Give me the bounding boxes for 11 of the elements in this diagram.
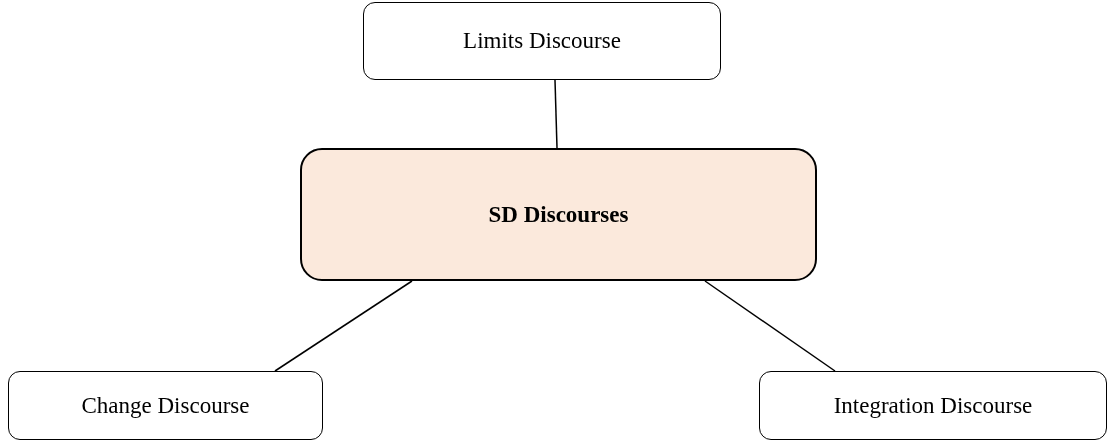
connector-line	[274, 280, 413, 372]
node-label: Change Discourse	[81, 392, 250, 419]
process-box	[8, 371, 323, 440]
process-box	[363, 2, 721, 80]
node-label: Integration Discourse	[833, 392, 1033, 419]
node-label: SD Discourses	[488, 201, 629, 228]
connector-line	[554, 79, 558, 149]
node-label: Limits Discourse	[463, 28, 621, 54]
process-box	[759, 371, 1107, 440]
central-box	[300, 148, 817, 281]
connector-line	[704, 280, 836, 372]
